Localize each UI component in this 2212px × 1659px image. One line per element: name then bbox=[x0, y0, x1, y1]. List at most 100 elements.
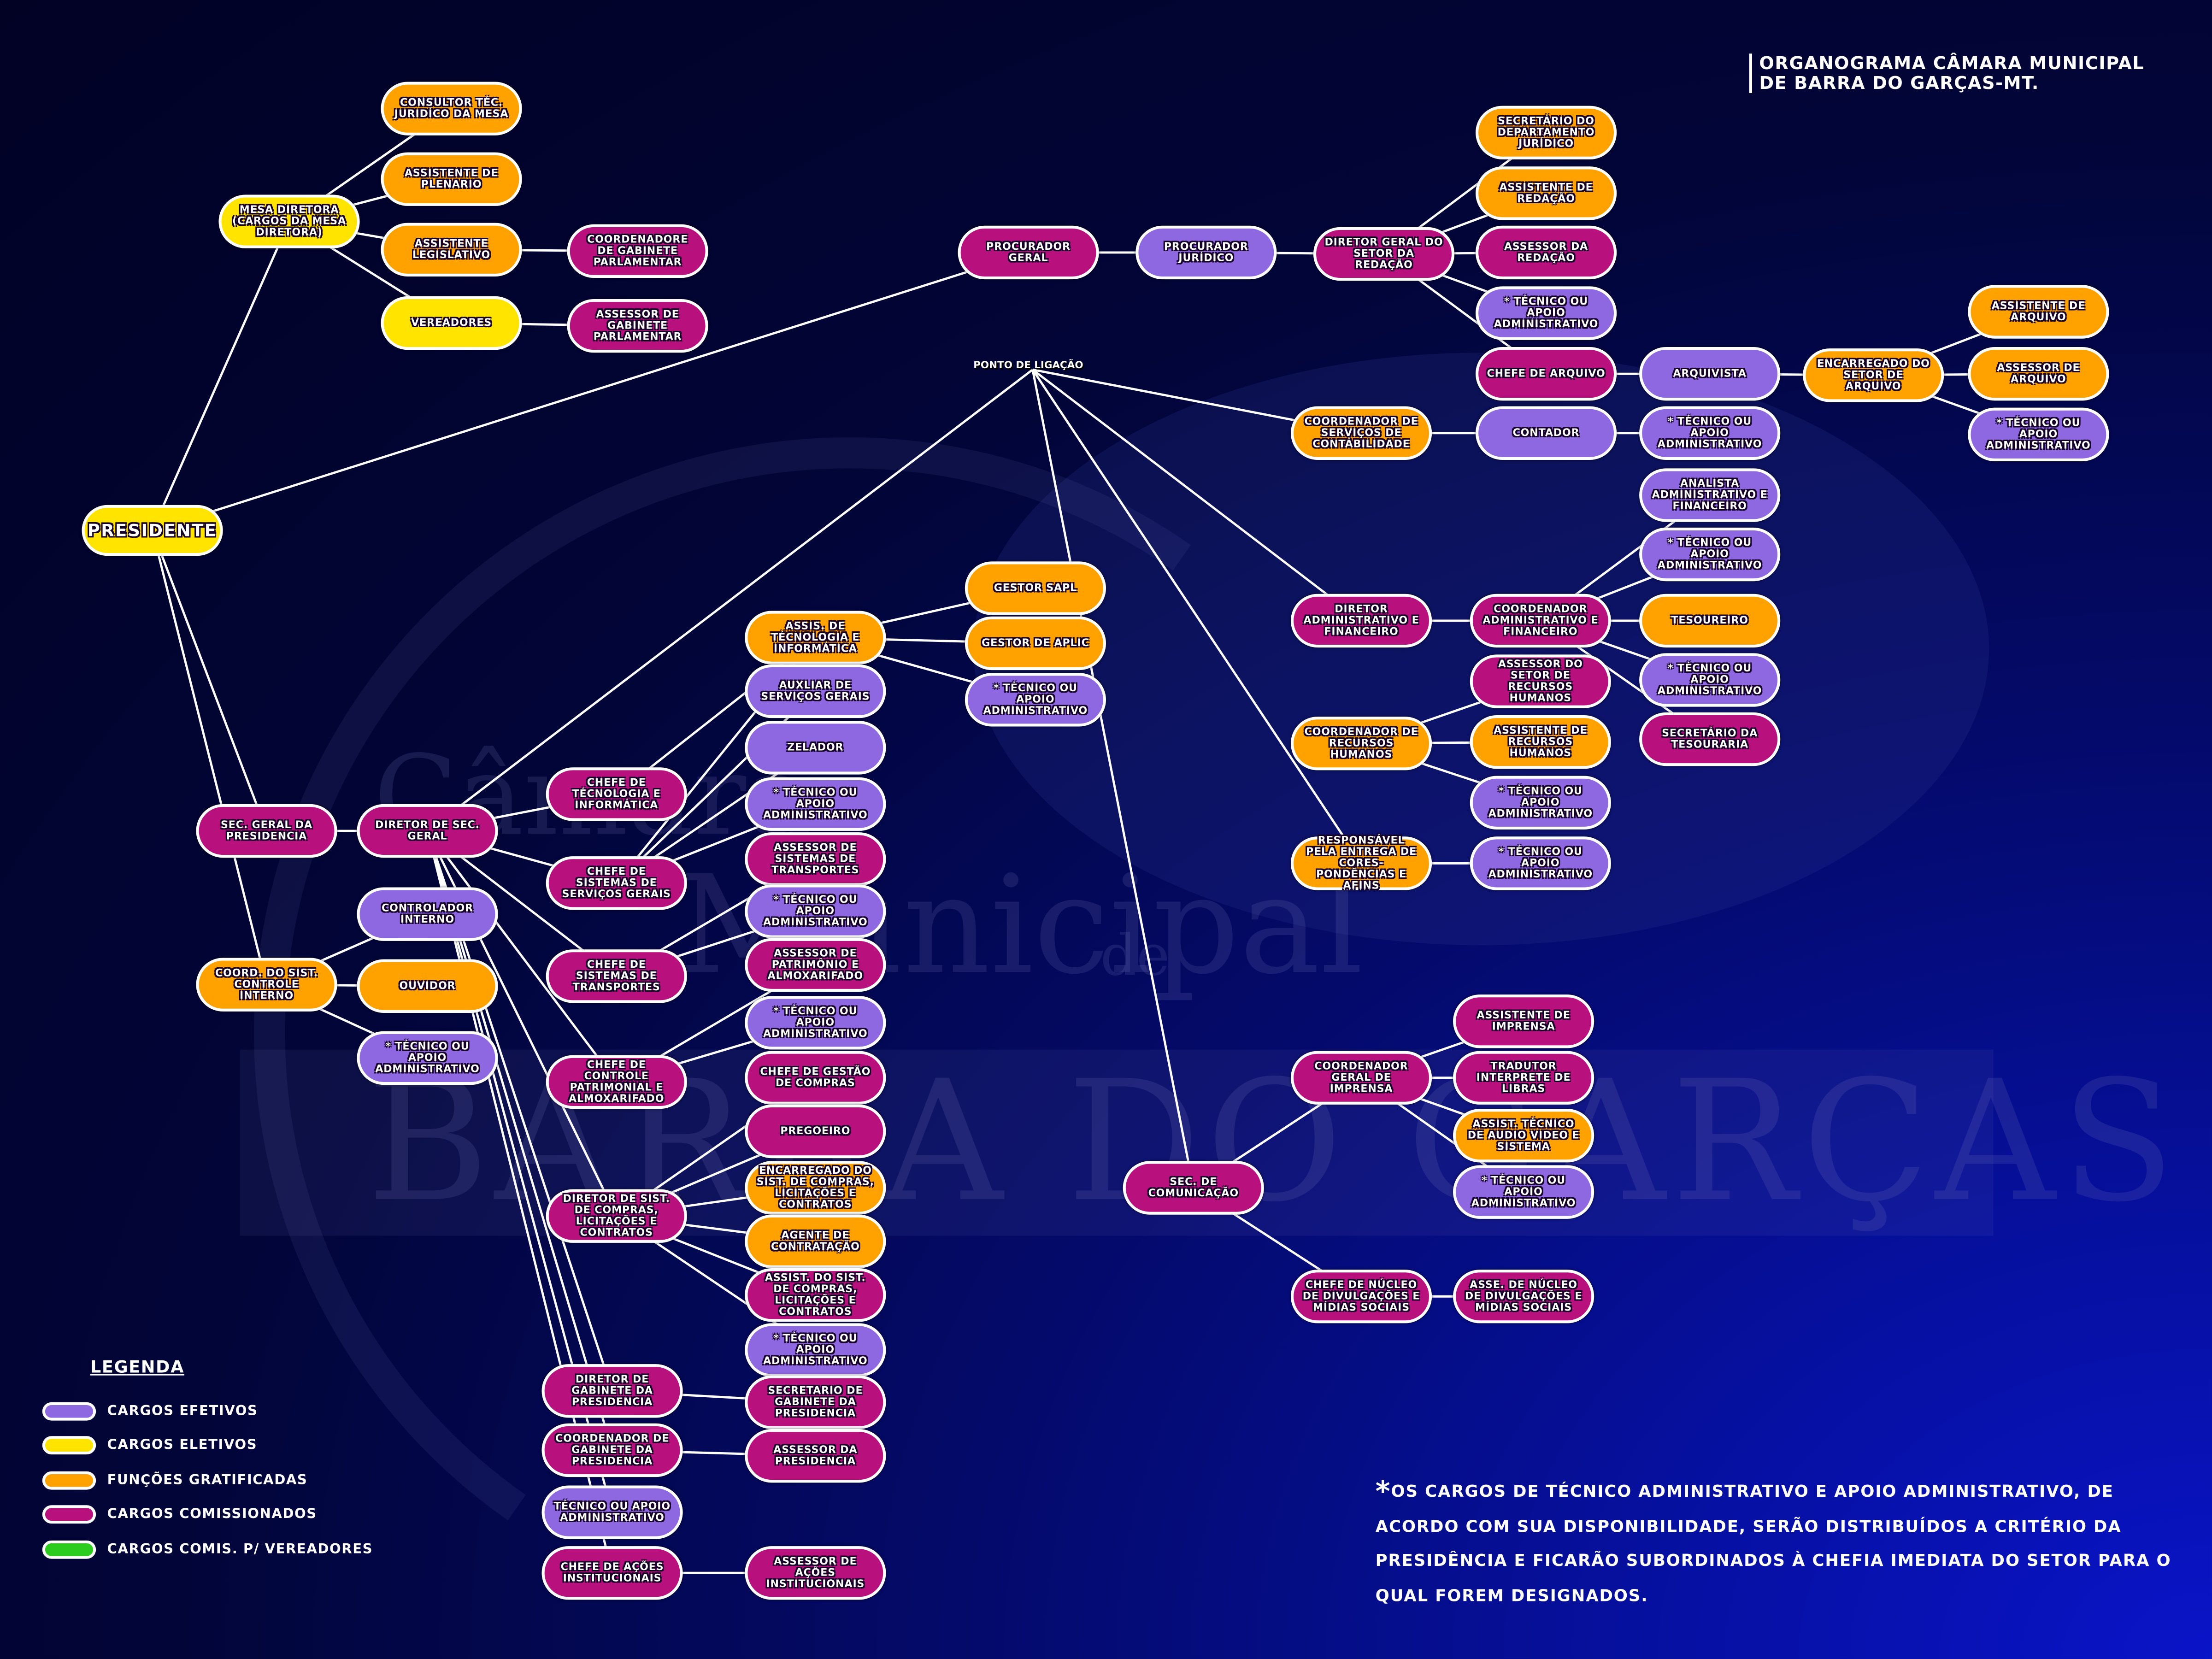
org-node-controlador: CONTROLADOR INTERNO bbox=[357, 887, 498, 941]
legend-item: CARGOS ELETIVOS bbox=[42, 1428, 373, 1463]
org-node-gestor-aplic: GESTOR DE APLIC bbox=[965, 616, 1106, 671]
org-node-tesoureiro: TESOUREIRO bbox=[1639, 594, 1781, 648]
legend-label: CARGOS COMISSIONADOS bbox=[107, 1507, 317, 1523]
org-node-tec8: * TÉCNICO OU APOIO ADMINISTRATIVO bbox=[1453, 1165, 1594, 1219]
org-node-tec14: * TÉCNICO OU APOIO ADMINISTRATIVO bbox=[745, 996, 886, 1050]
org-node-tec4: * TÉCNICO OU APOIO ADMINISTRATIVO bbox=[1639, 527, 1781, 582]
org-node-encarregado-compras: ENCARREGADO DO SIST. DE COMPRAS, LICITAÇ… bbox=[745, 1161, 886, 1215]
org-node-assessor-presidencia: ASSESSOR DA PRESIDENCIA bbox=[745, 1429, 886, 1483]
legend-swatch bbox=[42, 1540, 96, 1559]
org-node-tec5: * TÉCNICO OU APOIO ADMINISTRATIVO bbox=[1639, 653, 1781, 707]
org-node-procurador-geral: PROCURADOR GERAL bbox=[958, 225, 1099, 280]
org-node-diretor-gab-pres: DIRETOR DE GABINETE DA PRESIDENCIA bbox=[541, 1364, 683, 1418]
org-node-mesa: MESA DIRETORA (CARGOS DA MESA DIRETORA) bbox=[218, 194, 360, 248]
watermark-text: de bbox=[1100, 924, 1170, 989]
legend-swatch bbox=[42, 1471, 96, 1489]
org-node-consultor: CONSULTOR TÉC. JURIDÍCO DA MESA bbox=[381, 82, 522, 135]
org-node-coord-imprensa: COORDENADOR GERAL DE IMPRENSA bbox=[1290, 1051, 1432, 1105]
org-node-tec12: * TÉCNICO OU APOIO ADMINISTRATIVO bbox=[745, 777, 886, 831]
title-line: ORGANOGRAMA CÂMARA MUNICIPAL bbox=[1759, 52, 2145, 74]
org-node-assessor-gab-parl: ASSESSOR DE GABINETE PARLAMENTAR bbox=[567, 299, 708, 353]
org-node-chefe-acoes: CHEFE DE AÇÕES INSTITUCIONAIS bbox=[541, 1546, 683, 1600]
org-node-chefe-controle-patr: CHEFE DE CONTROLE PATRIMONIAL E ALMOXARI… bbox=[546, 1055, 687, 1109]
org-node-assist-redacao: ASSISTENTE DE REDAÇÃO bbox=[1476, 166, 1617, 220]
org-node-secretario-dep-jur: SECRETÁRIO DO DEPARTAMENTO JURÍDICO bbox=[1476, 106, 1617, 159]
connection-point-label: PONTO DE LIGAÇÃO bbox=[973, 359, 1083, 371]
org-node-coord-gab-parl: COORDENADORE DE GABINETE PARLAMENTAR bbox=[567, 224, 708, 278]
connector-line bbox=[426, 830, 618, 1083]
connector-line bbox=[151, 530, 268, 985]
org-node-pregoeiro: PREGOEIRO bbox=[745, 1104, 886, 1159]
org-node-tec13: * TÉCNICO OU APOIO ADMINISTRATIVO bbox=[745, 884, 886, 938]
org-node-diretor-compras: DIRETOR DE SIST. DE COMPRAS, LICITAÇÕES … bbox=[546, 1189, 687, 1243]
org-node-coord-rh: COORDENADOR DE RECURSOS HUMANOS bbox=[1290, 717, 1432, 771]
org-node-tec11: * TÉCNICO OU APOIO ADMINISTRATIVO bbox=[965, 673, 1106, 727]
org-node-chefe-serv-gerais: CHEFE DE SISTEMAS DE SERVIÇOS GERAIS bbox=[546, 856, 687, 910]
watermark-band bbox=[240, 1049, 1994, 1236]
org-node-contador: CONTADOR bbox=[1476, 406, 1617, 460]
org-node-assist-arquivo: ASSISTENTE DE ARQUIVO bbox=[1968, 285, 2109, 339]
org-node-assessor-acoes: ASSESSOR DE AÇÕES INSTITUCIONAIS bbox=[745, 1546, 886, 1600]
org-node-vereadores: VEREADORES bbox=[381, 296, 522, 350]
org-node-tec1: * TÉCNICO OU APOIO ADMINISTRATIVO bbox=[1476, 286, 1617, 340]
org-node-secretario-gab-pres: SECRETARIO DE GABINETE DA PRESIDENCIA bbox=[745, 1375, 886, 1429]
org-node-tec2: * TÉCNICO OU APOIO ADMINISTRATIVO bbox=[1968, 407, 2109, 462]
org-node-agente-contratacao: AGENTE DE CONTRATAÇÃO bbox=[745, 1214, 886, 1269]
org-node-analista: ANALISTA ADMINISTRATIVO E FINANCEIRO bbox=[1639, 468, 1781, 522]
legend-label: FUNÇÕES GRATIFICADAS bbox=[107, 1472, 308, 1488]
connector-line bbox=[427, 369, 1034, 832]
org-node-tec6: * TÉCNICO OU APOIO ADMINISTRATIVO bbox=[1470, 776, 1611, 830]
org-node-gestor-sapl: GESTOR SAPL bbox=[965, 561, 1106, 615]
title-line: DE BARRA DO GARÇAS-MT. bbox=[1759, 72, 2040, 94]
org-node-zelador: ZELADOR bbox=[745, 721, 886, 775]
org-node-assessor-redacao: ASSESSOR DA REDAÇÃO bbox=[1476, 225, 1617, 280]
legend-label: CARGOS EFETIVOS bbox=[107, 1403, 258, 1419]
org-node-assist-audio: ASSIST. TÉCNICO DE AUDIO VIDEO E SISTEMA bbox=[1453, 1109, 1594, 1163]
org-node-secretario-tesouraria: SECRETÁRIO DA TESOURARIA bbox=[1639, 712, 1781, 766]
org-node-assist-compras: ASSIST. DO SIST. DE COMPRAS, LICITAÇÕES … bbox=[745, 1268, 886, 1322]
org-node-coord-adm-fin: COORDENADOR ADMINISTRATIVO E FINANCEIRO bbox=[1470, 594, 1611, 648]
org-node-assist-imprensa: ASSISTENTE DE IMPRENSA bbox=[1453, 994, 1594, 1048]
org-node-chefe-tec-info: CHEFE DE TÉCNOLOGIA E INFORMÁTICA bbox=[546, 767, 687, 821]
org-node-assessor-transportes: ASSESSOR DE SISTEMAS DE TRANSPORTES bbox=[745, 832, 886, 886]
org-node-auxiliar-serv: AUXLIAR DE SERVIÇOS GERAIS bbox=[745, 664, 886, 718]
org-node-tec9: * TÉCNICO OU APOIO ADMINISTRATIVO bbox=[357, 1031, 498, 1085]
connector-line bbox=[1031, 369, 1363, 864]
org-node-diretor-redacao: DIRETOR GERAL DO SETOR DA REDAÇÃO bbox=[1313, 227, 1455, 281]
org-node-diretor-adm-fin: DIRETOR ADMINISTRATIVO E FINANCEIRO bbox=[1290, 594, 1432, 648]
legend-title: LEGENDA bbox=[90, 1357, 185, 1377]
org-node-arquivista: ARQUIVISTA bbox=[1639, 347, 1781, 401]
legend-item: CARGOS EFETIVOS bbox=[42, 1394, 373, 1428]
connector-line bbox=[151, 221, 290, 531]
asterisk: * bbox=[1375, 1474, 1391, 1508]
org-node-assessor-rh: ASSESSOR DO SETOR DE RECURSOS HUMANOS bbox=[1470, 654, 1611, 708]
org-node-diretor-sec-geral: DIRETOR DE SEC. GERAL bbox=[357, 804, 498, 858]
legend-swatch bbox=[42, 1402, 96, 1420]
org-node-tec15: * TÉCNICO OU APOIO ADMINISTRATIVO bbox=[745, 1323, 886, 1377]
org-node-coord-contab: COORDENADOR DE SERVIÇOS DE CONTÁBILIDADE bbox=[1290, 406, 1432, 460]
legend-swatch bbox=[42, 1436, 96, 1455]
org-node-assis-tec-info: ASSIS. DE TÉCNOLOGIA E INFORMÁTICA bbox=[745, 611, 886, 665]
org-node-chefe-arquivo: CHEFE DE ARQUIVO bbox=[1476, 347, 1617, 401]
org-node-encarregado-arquivo: ENCARREGADO DO SETOR DE ARQUIVO bbox=[1803, 348, 1944, 402]
org-node-tradutor: TRADUTOR INTERPRETE DE LIBRAS bbox=[1453, 1051, 1594, 1105]
legend-item: CARGOS COMISSIONADOS bbox=[42, 1497, 373, 1532]
org-node-tec3: * TÉCNICO OU APOIO ADMINISTRATIVO bbox=[1639, 406, 1781, 460]
org-node-responsavel-entrega: RESPONSÁVEL PELA ENTREGA DE CORES- PONDÊ… bbox=[1290, 835, 1432, 891]
org-node-assist-plenario: ASSISTENTE DE PLENARIO bbox=[381, 152, 522, 206]
org-node-ouvidor: OUVIDOR bbox=[357, 959, 498, 1013]
org-node-tec7: * TÉCNICO OU APOIO ADMINISTRATIVO bbox=[1470, 836, 1611, 890]
org-node-assistente-rh: ASSISTENTE DE RECURSOS HUMANOS bbox=[1470, 715, 1611, 769]
legend: LEGENDA CARGOS EFETIVOS CARGOS ELETIVOS … bbox=[42, 1357, 373, 1567]
org-node-tec10: TÉCNICO OU APOIO ADMINISTRATIVO bbox=[541, 1485, 683, 1539]
connector-line bbox=[1032, 369, 1362, 622]
page-title: ORGANOGRAMA CÂMARA MUNICIPAL DE BARRA DO… bbox=[1749, 52, 2145, 94]
org-node-chefe-gestao-compras: CHEFE DE GESTÃO DE COMPRAS bbox=[745, 1051, 886, 1105]
legend-label: CARGOS ELETIVOS bbox=[107, 1438, 258, 1453]
connector-line bbox=[1031, 369, 1195, 1188]
connector-line bbox=[151, 530, 268, 831]
footnote: *OS CARGOS DE TÉCNICO ADMINISTRATIVO E A… bbox=[1376, 1474, 2194, 1612]
legend-item: CARGOS COMIS. P/ VEREADORES bbox=[42, 1532, 373, 1566]
org-node-assessor-patrimonio: ASSESSOR DE PATRIMÔNIO E ALMOXARIFADO bbox=[745, 938, 886, 992]
org-node-coord-gab-pres: COORDENADOR DE GABINETE DA PRESIDENCIA bbox=[541, 1423, 683, 1477]
